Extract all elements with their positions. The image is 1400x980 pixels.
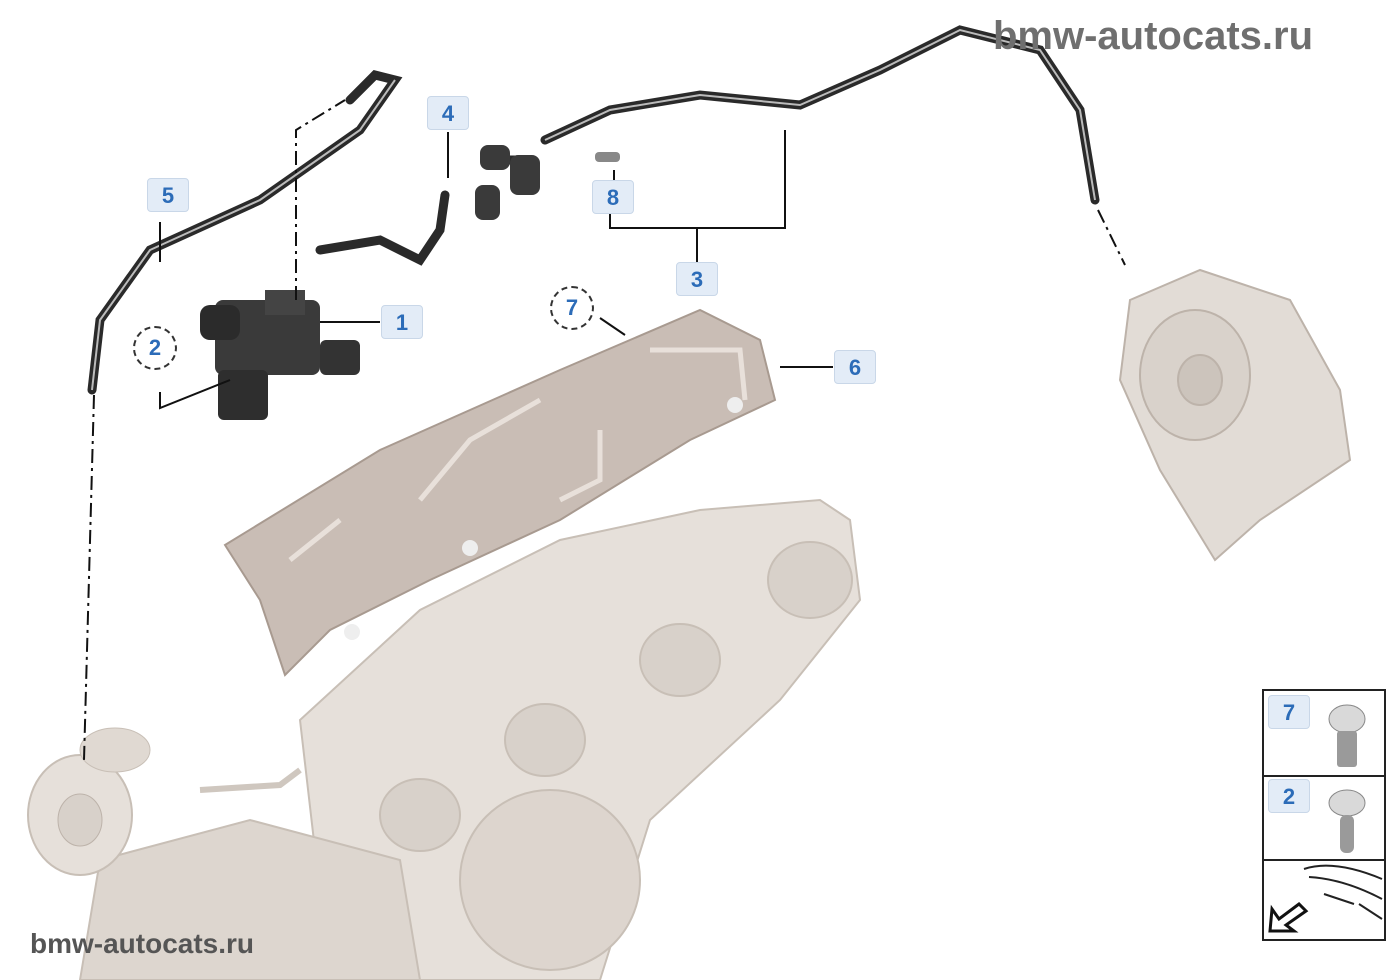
wastegate-actuator: [27, 727, 302, 876]
callout-1[interactable]: 1: [381, 305, 423, 339]
leader-lines: [83, 99, 1126, 761]
hose-connectors: [475, 145, 620, 220]
screw-icon: [1328, 704, 1366, 767]
watermark-bottom: bmw-autocats.ru: [30, 928, 255, 959]
vacuum-pump: [1118, 268, 1352, 562]
pressure-converter-valve: [200, 290, 360, 420]
legend-item-7[interactable]: 7: [1264, 691, 1384, 777]
front-of-vehicle-arrow-icon: [1268, 864, 1383, 933]
legend-number: 2: [1268, 779, 1310, 813]
hose-highlights: [91, 28, 1096, 391]
callout-4[interactable]: 4: [427, 96, 469, 130]
heat-shield: [223, 308, 777, 677]
callout-5[interactable]: 5: [147, 178, 189, 212]
exhaust-manifold: [78, 498, 862, 980]
callout-6[interactable]: 6: [834, 350, 876, 384]
callout-7[interactable]: 7: [550, 286, 594, 330]
watermark-top: bmw-autocats.ru: [993, 14, 1314, 58]
fastener-legend: 7 2: [1262, 689, 1386, 941]
callout-2[interactable]: 2: [133, 326, 177, 370]
callout-3[interactable]: 3: [676, 262, 718, 296]
callout-8[interactable]: 8: [592, 180, 634, 214]
legend-number: 7: [1268, 695, 1310, 729]
legend-item-2[interactable]: 2: [1264, 775, 1384, 861]
orientation-cell: [1264, 859, 1384, 939]
screw-icon: [1328, 789, 1366, 853]
